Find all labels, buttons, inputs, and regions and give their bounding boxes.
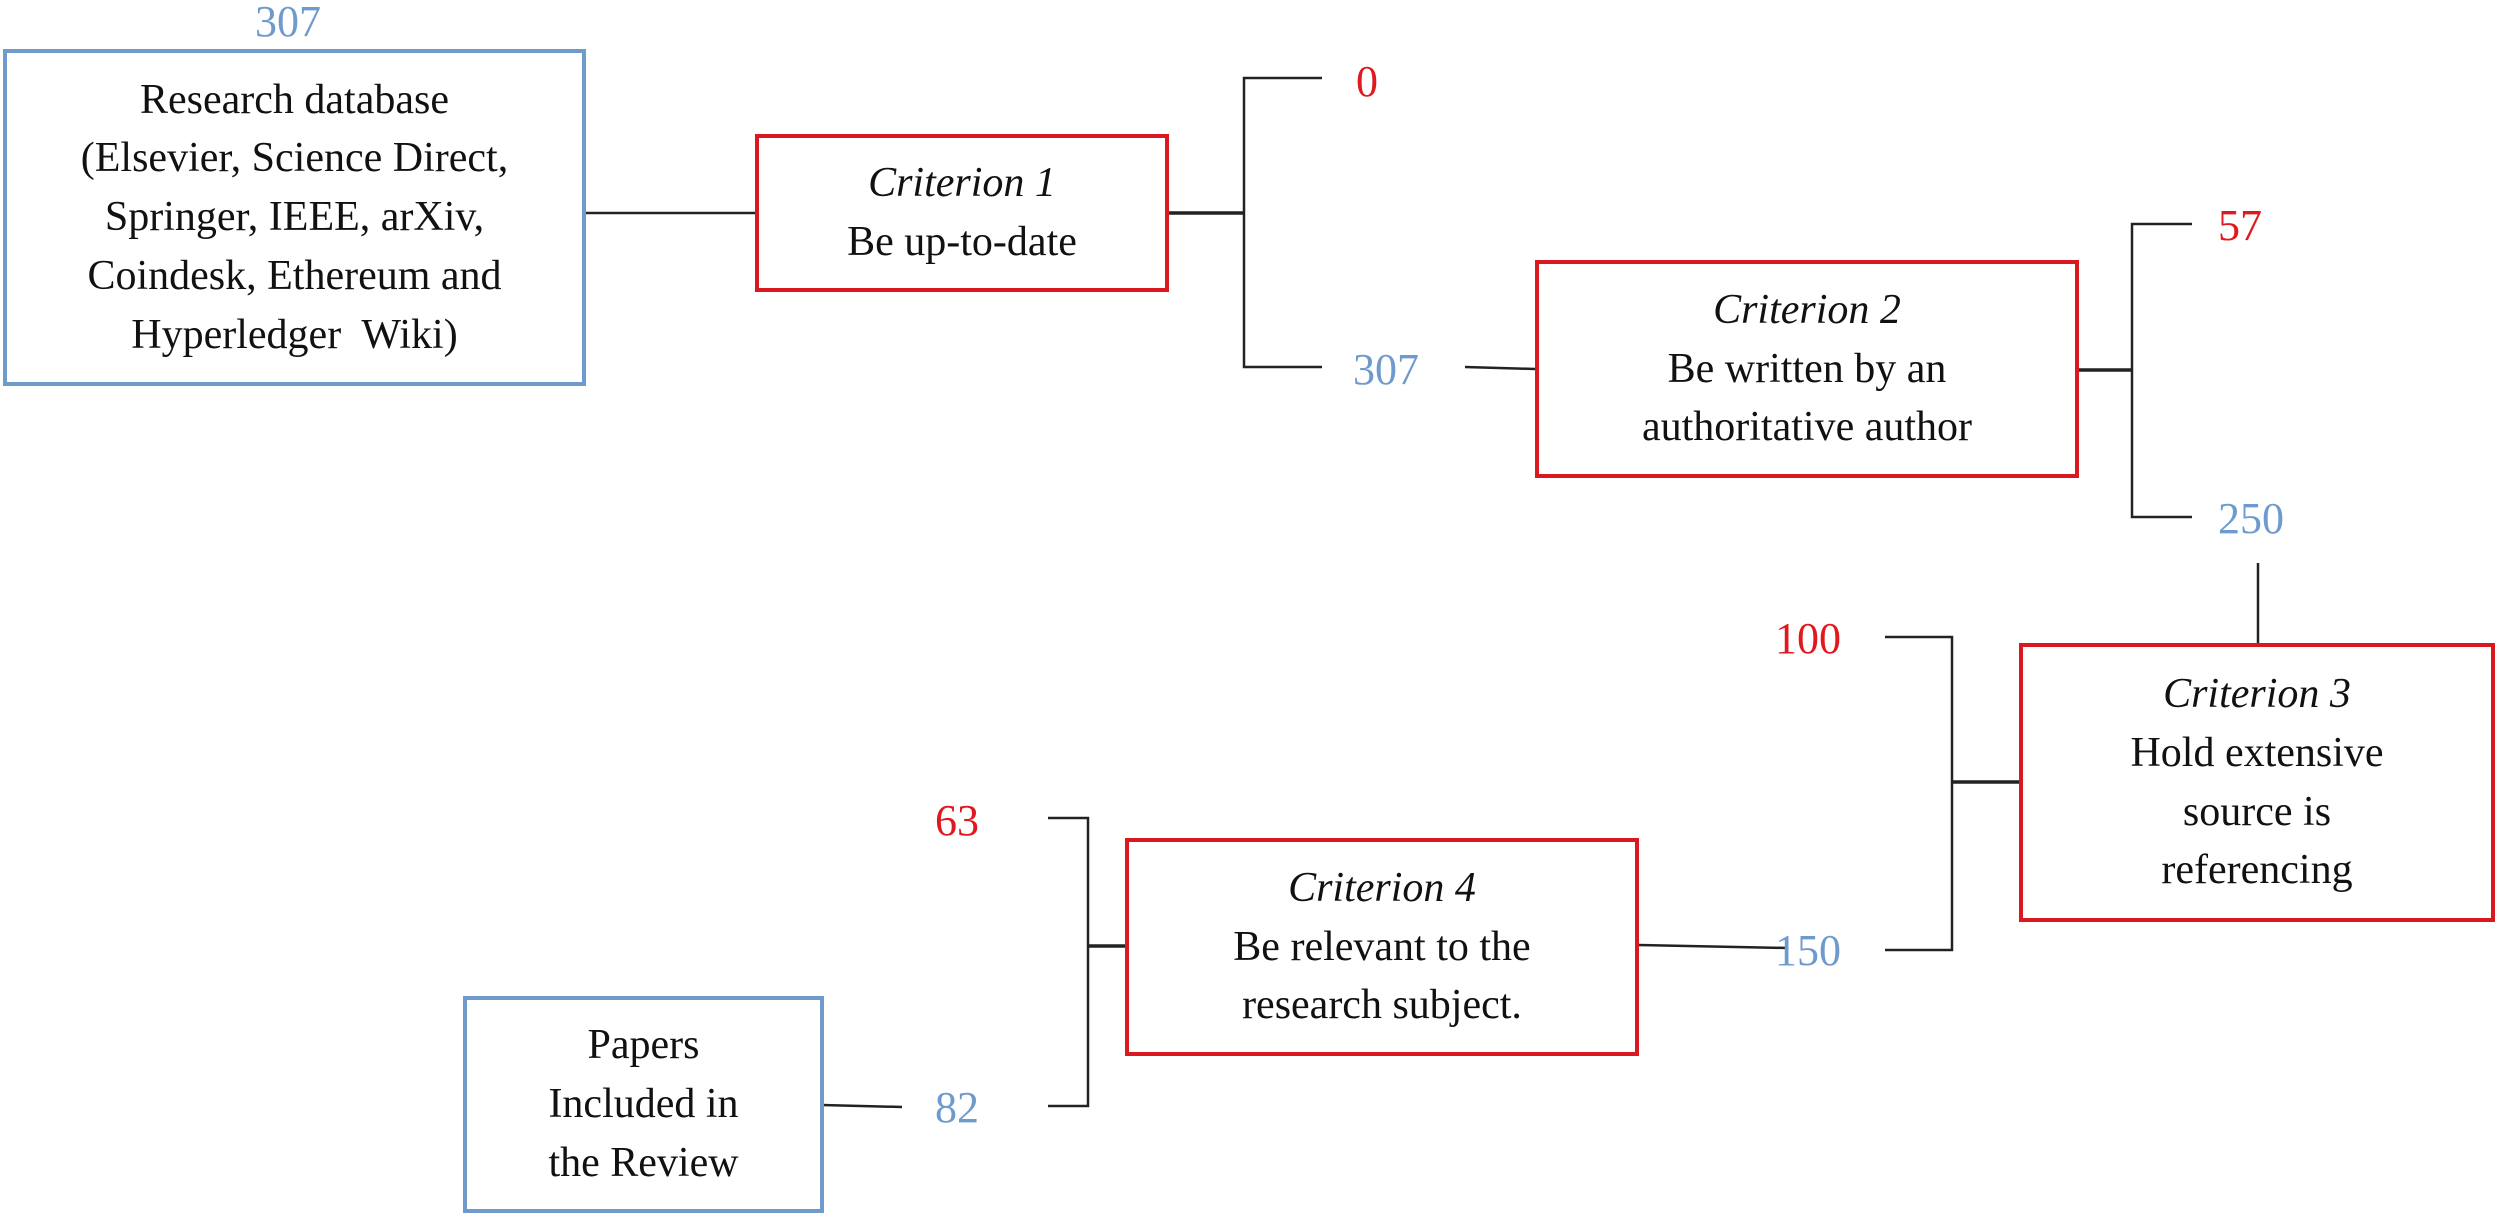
criterion-1-kept-count: 307 [1353,345,1419,394]
criterion-title: Criterion 4 [1288,864,1476,911]
criterion-title: Criterion 1 [868,160,1056,207]
research-database-box: Research database (Elsevier, Science Dir… [3,49,586,386]
source-count: 307 [255,0,321,46]
criterion-4-excluded-count: 63 [935,796,979,845]
criterion-2-box: Criterion 2 Be written by an authoritati… [1535,260,2079,478]
criterion-description: referencing [2161,847,2353,894]
papers-included-box: Papers Included in the Review [463,996,824,1213]
criterion-1-box: Criterion 1 Be up-to-date [755,134,1169,292]
criterion-3-excluded-count: 100 [1775,614,1841,663]
source-line: (Elsevier, Science Direct, [80,135,509,182]
criterion-3-box: Criterion 3 Hold extensive source is ref… [2019,643,2495,922]
criterion-description: Hold extensive [2130,729,2384,776]
criterion-description: Be up-to-date [847,219,1077,265]
source-line: Research database [140,76,449,123]
source-line: Springer, IEEE, arXiv, [104,194,485,241]
source-line: Coindesk, Ethereum and [87,252,502,299]
criterion-description: Be relevant to the [1233,923,1531,970]
criterion-4-kept-count: 82 [935,1083,979,1132]
criterion-description: Be written by an [1667,345,1947,392]
source-line: Hyperledger Wiki) [131,311,458,358]
criterion-description: research subject. [1242,982,1522,1029]
criterion-title: Criterion 2 [1713,286,1901,333]
result-line: Included in [548,1081,739,1128]
criterion-4-box: Criterion 4 Be relevant to the research … [1125,838,1639,1056]
criterion-description: authoritative author [1641,404,1973,451]
criterion-1-excluded-count: 0 [1356,57,1378,106]
criterion-2-kept-count: 250 [2218,494,2284,543]
criterion-title: Criterion 3 [2163,670,2351,717]
result-line: Papers [587,1022,700,1069]
criterion-3-kept-count: 150 [1775,926,1841,975]
criterion-2-excluded-count: 57 [2218,201,2262,250]
criterion-description: source is [2182,788,2332,835]
result-line: the Review [548,1139,739,1186]
